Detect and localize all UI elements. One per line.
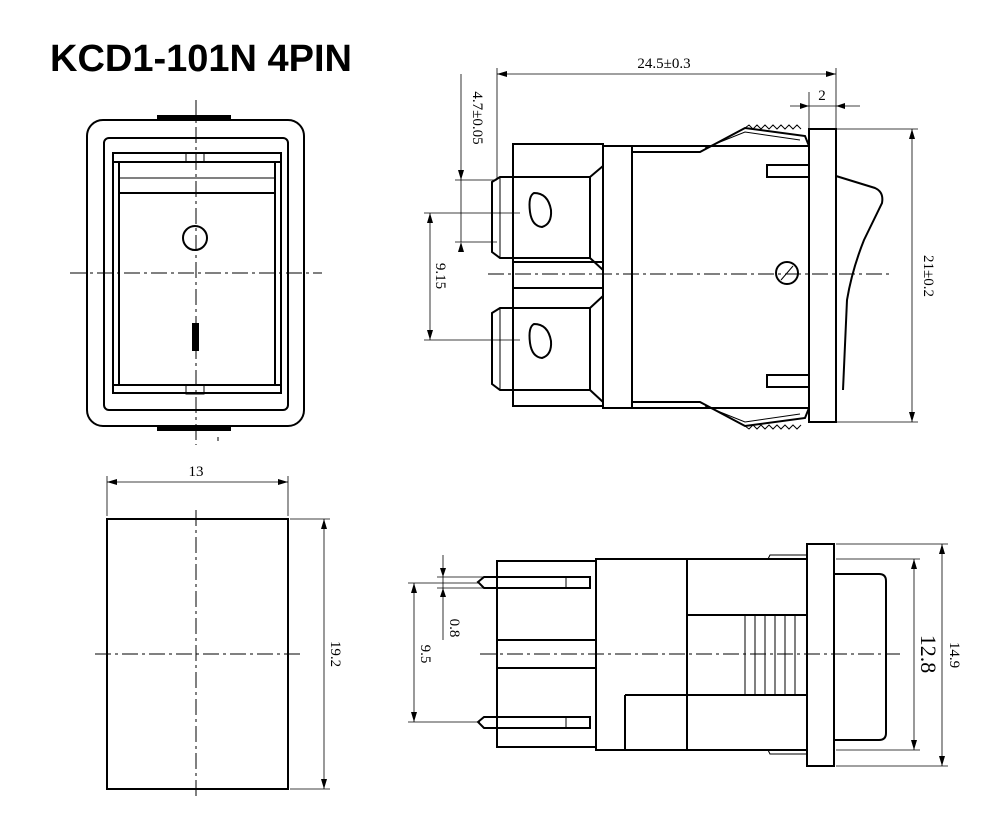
side-flange [808,128,837,423]
width-dimension-label: 13 [189,464,204,480]
bottom-flange [806,543,835,767]
upper-terminal [491,176,591,259]
height-dimension-label: 21±0.2 [920,255,936,297]
length-dimension-label: 24.5±0.3 [637,56,690,72]
bezel-inner-dimension-label: 12.8 [916,635,941,674]
page-title: KCD1-101N 4PIN [50,38,352,80]
pin-pitch-dimension-label: 9.5 [417,645,433,664]
bottom-view [476,543,900,767]
terminal-pitch-side-dimension-label: 9.15 [432,263,448,289]
pivot-icon [775,261,799,285]
rear-view: 13 19.2 [95,464,343,800]
rocker-face [118,192,276,386]
bezel-outer-dimension-label: 14.9 [946,642,962,668]
off-symbol-icon [182,225,208,251]
upper-pin [476,576,591,589]
bottom-mounting-tab [157,425,231,431]
switch-body [602,145,810,409]
ribs [744,615,796,695]
lower-pin [476,716,591,729]
front-view [70,100,322,445]
rocker-cap [835,175,884,391]
upper-terminal-hole [528,191,553,229]
pin-thickness-dimension-label: 0.8 [446,619,462,638]
lower-terminal-hole [528,322,553,360]
bottom-view-dimensions: 0.8 9.5 12.8 14.9 [408,543,962,767]
side-view-dimensions: 24.5±0.3 2 4.7±0.05 9.15 21±0.2 [424,56,936,423]
lower-terminal [491,307,591,391]
front-height-dimension-label: 19.2 [327,641,343,667]
top-mounting-tab [157,115,231,121]
flange-dimension-label: 2 [818,88,826,104]
terminal-offset-dimension-label: 4.7±0.05 [469,91,485,144]
side-view [488,124,890,430]
